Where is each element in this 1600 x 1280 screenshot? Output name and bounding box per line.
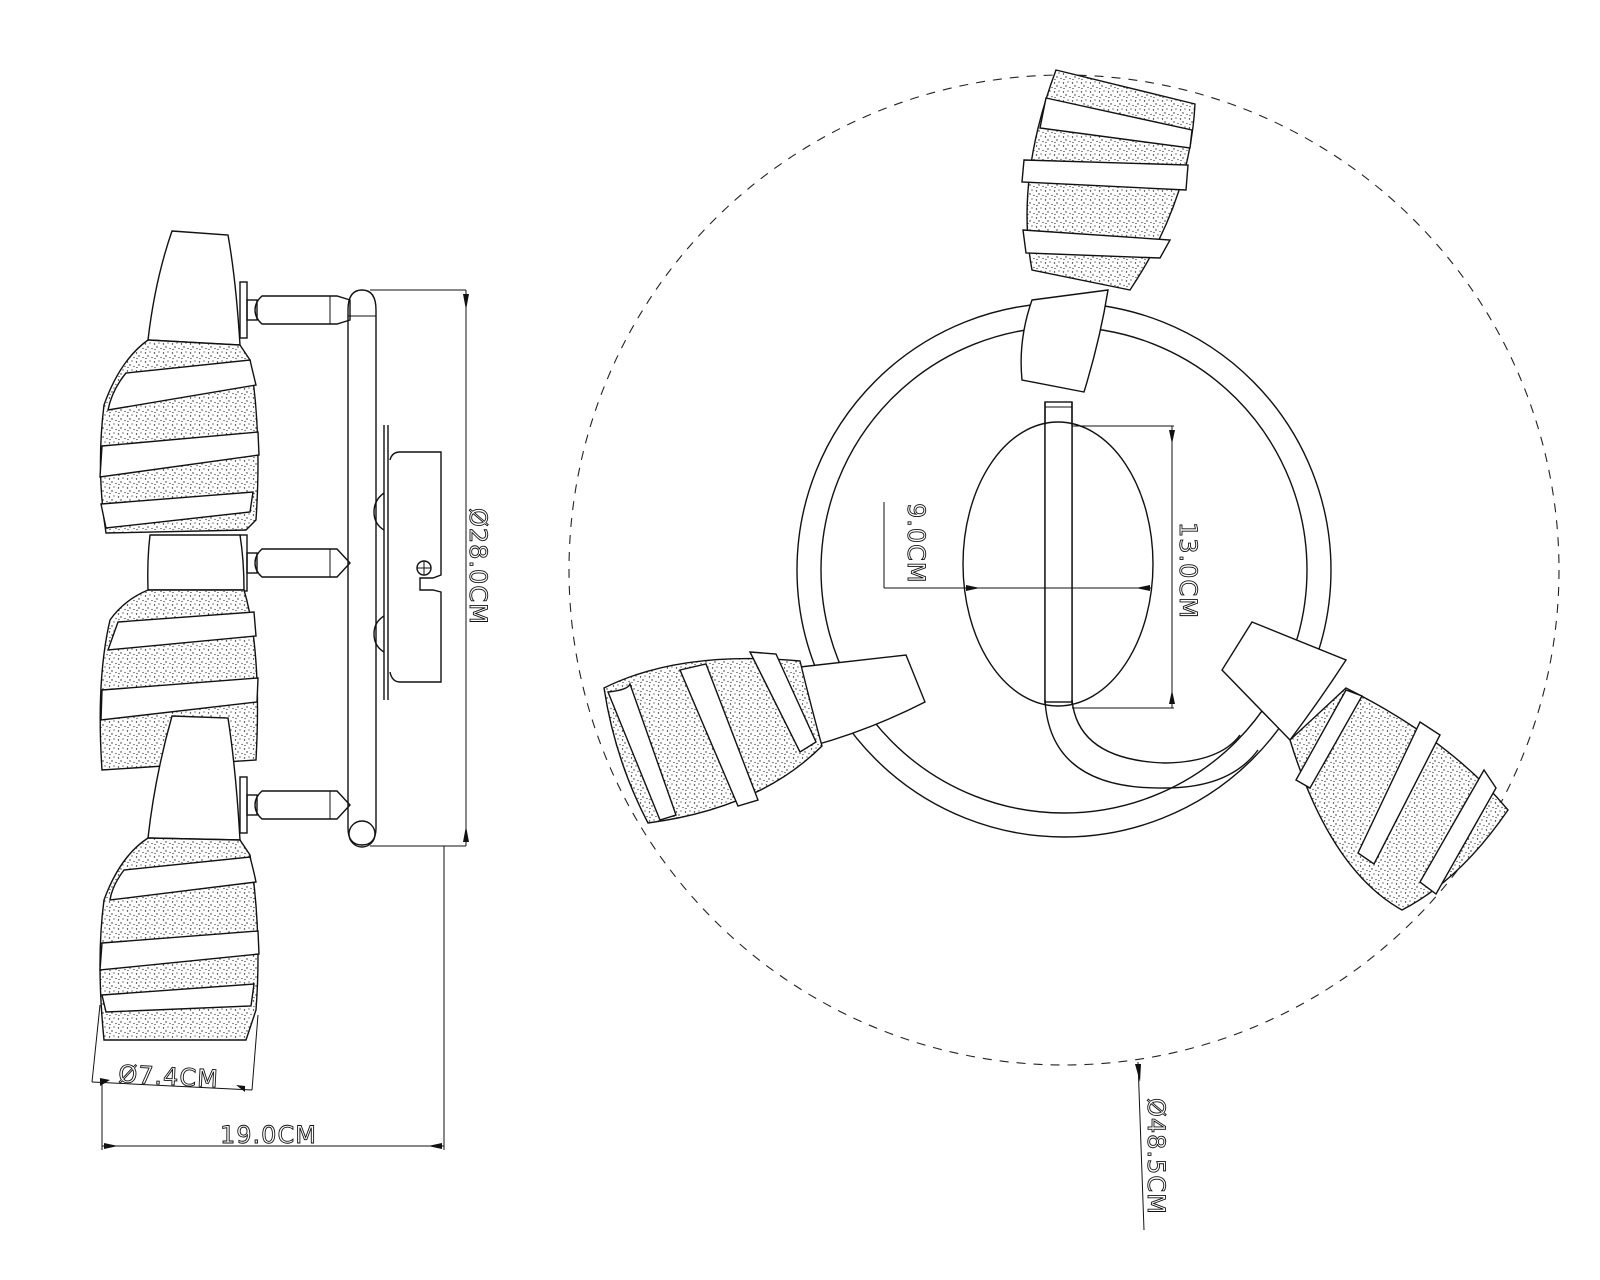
canopy-width-label: 9.0CM bbox=[902, 503, 930, 584]
backplate-diameter-label: Ø28.0CM bbox=[464, 508, 492, 625]
canopy-ellipse bbox=[962, 421, 1154, 707]
dimension-overall-diameter: Ø48.5CM bbox=[1135, 1061, 1170, 1231]
arm-top bbox=[239, 281, 351, 339]
dimension-canopy-width: 9.0CM bbox=[883, 502, 1152, 591]
overall-diameter-label: Ø48.5CM bbox=[1142, 1098, 1170, 1215]
depth-label: 19.0CM bbox=[220, 1121, 317, 1149]
arm-middle bbox=[239, 534, 351, 592]
shade-top bbox=[99, 230, 260, 534]
dimension-shade-diameter: Ø7.4CM bbox=[91, 1004, 259, 1094]
canopy-box bbox=[373, 425, 442, 700]
side-view: Ø28.0CM Ø7.4CM 19.0CM bbox=[91, 230, 492, 1150]
center-arm bbox=[1044, 401, 1259, 789]
plan-shade-bottom-right bbox=[1221, 621, 1509, 911]
shade-diameter-label: Ø7.4CM bbox=[118, 1060, 220, 1093]
top-view: 9.0CM 13.0CM bbox=[568, 69, 1560, 1231]
dimension-canopy-height: 13.0CM bbox=[1072, 425, 1202, 709]
plan-shade-bottom-left bbox=[603, 651, 926, 824]
dimension-backplate-diameter: Ø28.0CM bbox=[370, 289, 492, 847]
backplate-bar bbox=[347, 289, 377, 848]
dimension-depth: 19.0CM bbox=[101, 846, 445, 1150]
shade-bottom bbox=[99, 715, 260, 1041]
arm-bottom bbox=[239, 776, 351, 834]
canopy-height-label: 13.0CM bbox=[1174, 522, 1202, 619]
plan-shade-top bbox=[1020, 69, 1196, 393]
